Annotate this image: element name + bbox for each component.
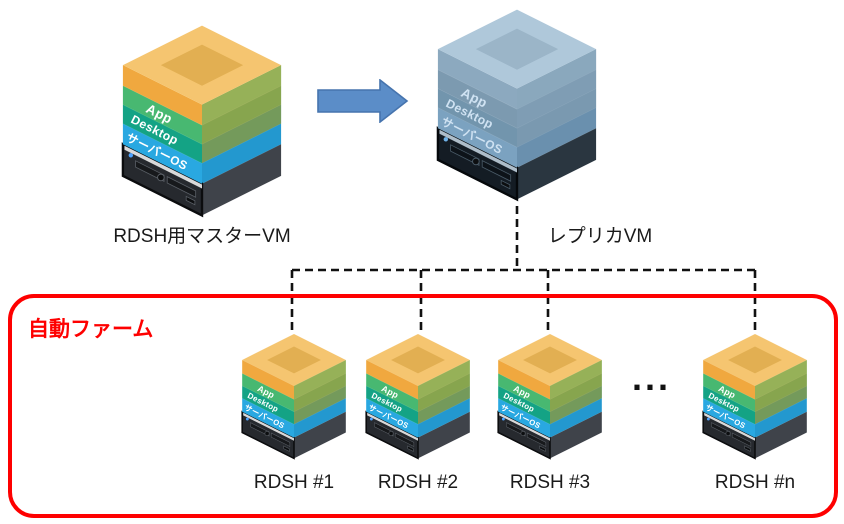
auto-farm-label: 自動ファーム bbox=[28, 318, 154, 341]
rdsh-n-label: RDSH #n bbox=[714, 472, 796, 493]
auto-farm-boundary bbox=[8, 294, 838, 518]
master-vm-label: RDSH用マスターVM bbox=[113, 226, 291, 247]
replica-vm-label: レプリカVM bbox=[547, 226, 653, 247]
rdsh-3-label: RDSH #3 bbox=[509, 472, 591, 493]
ellipsis-dots: ... bbox=[632, 357, 672, 398]
rdsh-2-label: RDSH #2 bbox=[377, 472, 459, 493]
rdsh-1-label: RDSH #1 bbox=[253, 472, 335, 493]
right-arrow-icon bbox=[317, 79, 409, 123]
right-arrow-shape bbox=[317, 79, 409, 123]
